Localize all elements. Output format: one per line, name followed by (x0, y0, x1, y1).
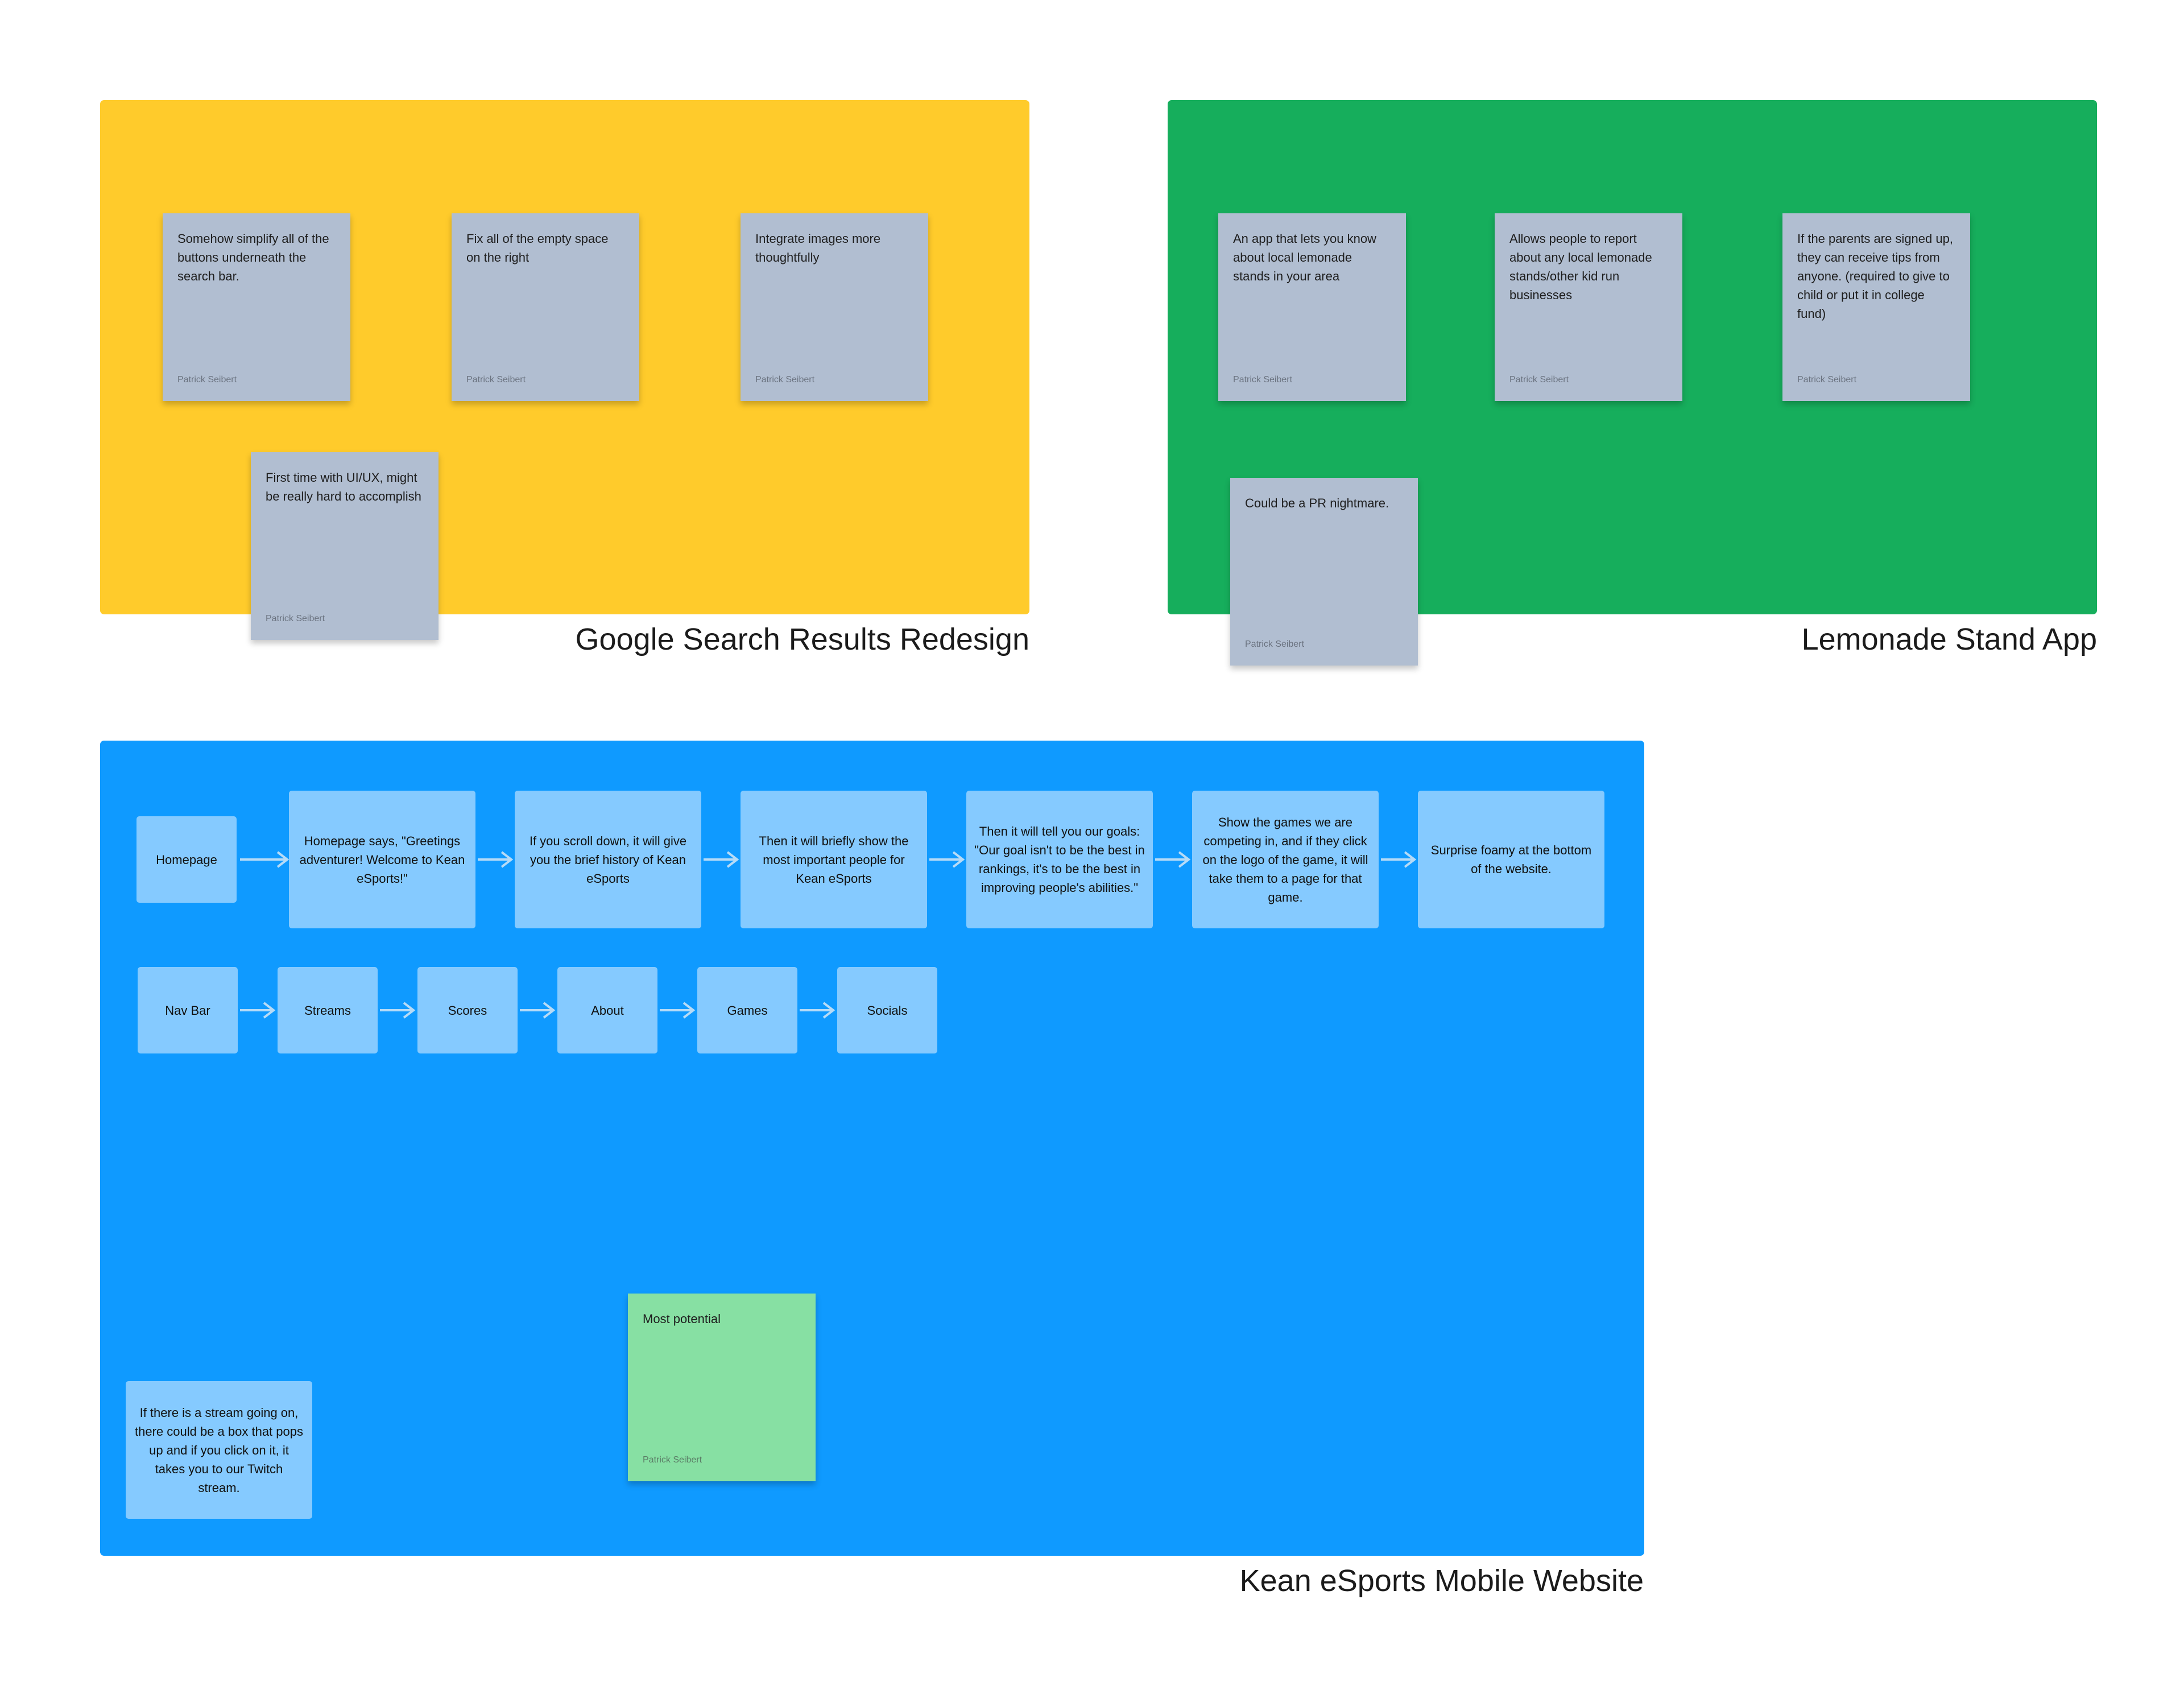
sticky-author: Patrick Seibert (177, 375, 237, 385)
sticky-author: Patrick Seibert (1245, 639, 1305, 649)
flow-box-greeting[interactable]: Homepage says, "Greetings adventurer! We… (289, 791, 475, 928)
connector-arrow (1155, 851, 1191, 868)
sticky-note[interactable]: Somehow simplify all of the buttons unde… (163, 213, 350, 401)
flow-box-history[interactable]: If you scroll down, it will give you the… (515, 791, 701, 928)
sticky-text: Most potential (643, 1312, 721, 1326)
connector-arrow (520, 1002, 556, 1019)
sticky-text: Could be a PR nightmare. (1245, 496, 1389, 510)
sticky-author: Patrick Seibert (643, 1455, 702, 1465)
flow-box-games-competing[interactable]: Show the games we are competing in, and … (1192, 791, 1379, 928)
sticky-text: First time with UI/UX, might be really h… (266, 470, 421, 503)
connector-arrow (478, 851, 514, 868)
flow-box-surprise-foamy[interactable]: Surprise foamy at the bottom of the webs… (1418, 791, 1604, 928)
connector-arrow (800, 1002, 835, 1019)
sticky-text: Fix all of the empty space on the right (466, 232, 609, 265)
sticky-note[interactable]: Could be a PR nightmare. Patrick Seibert (1230, 478, 1418, 666)
connector-arrow (660, 1002, 696, 1019)
flow-box-streams[interactable]: Streams (278, 967, 378, 1053)
sticky-text: An app that lets you know about local le… (1233, 232, 1376, 283)
connector-arrow (380, 1002, 416, 1019)
connector-arrow (929, 851, 965, 868)
sticky-author: Patrick Seibert (755, 375, 815, 385)
section-title-google: Google Search Results Redesign (575, 622, 1029, 656)
flow-box-about[interactable]: About (557, 967, 657, 1053)
sticky-text: Integrate images more thoughtfully (755, 232, 881, 265)
sticky-note[interactable]: Integrate images more thoughtfully Patri… (741, 213, 928, 401)
sticky-note[interactable]: Allows people to report about any local … (1495, 213, 1682, 401)
sticky-text: Somehow simplify all of the buttons unde… (177, 232, 329, 283)
sticky-author: Patrick Seibert (266, 614, 325, 623)
sticky-note[interactable]: Fix all of the empty space on the right … (452, 213, 639, 401)
section-title-kean: Kean eSports Mobile Website (1239, 1564, 1644, 1598)
sticky-text: If the parents are signed up, they can r… (1797, 232, 1953, 321)
sticky-note[interactable]: If the parents are signed up, they can r… (1782, 213, 1970, 401)
sticky-author: Patrick Seibert (1509, 375, 1569, 385)
connector-arrow (240, 851, 289, 868)
flow-box-games[interactable]: Games (697, 967, 797, 1053)
connector-arrow (240, 1002, 276, 1019)
sticky-note[interactable]: An app that lets you know about local le… (1218, 213, 1406, 401)
section-title-lemonade: Lemonade Stand App (1801, 622, 2097, 656)
sticky-note[interactable]: First time with UI/UX, might be really h… (251, 452, 439, 640)
sticky-author: Patrick Seibert (466, 375, 526, 385)
flow-box-socials[interactable]: Socials (837, 967, 937, 1053)
sticky-author: Patrick Seibert (1797, 375, 1857, 385)
connector-arrow (1381, 851, 1417, 868)
flow-box-homepage[interactable]: Homepage (136, 816, 237, 903)
sticky-author: Patrick Seibert (1233, 375, 1293, 385)
flow-box-people[interactable]: Then it will briefly show the most impor… (741, 791, 927, 928)
sticky-text: Allows people to report about any local … (1509, 232, 1652, 302)
stream-popup-note[interactable]: If there is a stream going on, there cou… (126, 1381, 312, 1519)
flow-box-scores[interactable]: Scores (417, 967, 518, 1053)
flow-box-nav-bar[interactable]: Nav Bar (138, 967, 238, 1053)
sticky-note-most-potential[interactable]: Most potential Patrick Seibert (628, 1294, 816, 1481)
connector-arrow (704, 851, 739, 868)
flow-box-goals[interactable]: Then it will tell you our goals: "Our go… (966, 791, 1153, 928)
